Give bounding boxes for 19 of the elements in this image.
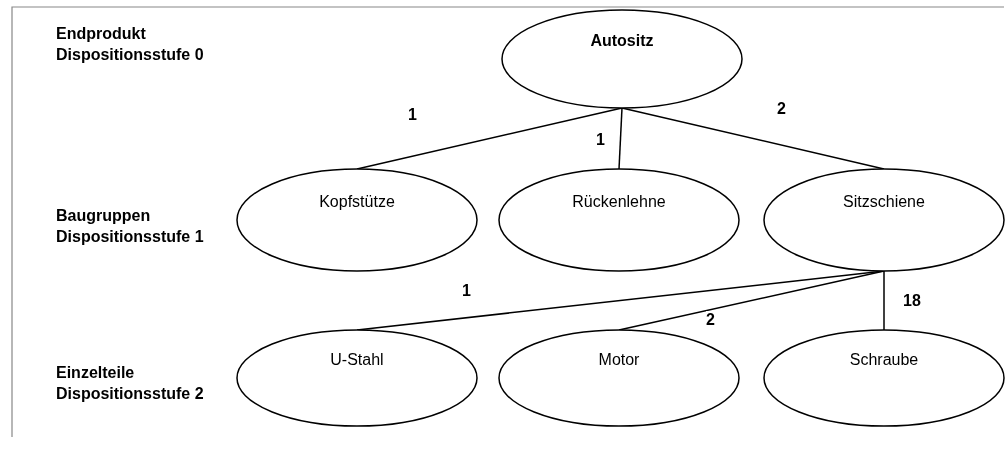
part-ellipse — [763, 168, 1005, 272]
node-label: Sitzschiene — [843, 193, 925, 211]
connector-line — [618, 107, 623, 170]
node-label: Motor — [598, 351, 640, 369]
node-label: Rückenlehne — [572, 193, 666, 211]
connector-line — [883, 270, 885, 331]
part-ellipse — [498, 329, 740, 427]
part-ellipse — [236, 168, 478, 272]
part-ellipse — [236, 329, 478, 427]
part-ellipse — [501, 9, 743, 109]
node-label: Schraube — [849, 351, 919, 369]
node-label: U-Stahl — [330, 351, 384, 369]
part-ellipse — [763, 329, 1005, 427]
level-label: Einzelteile Dispositionsstufe 2 — [56, 363, 205, 404]
part-ellipse — [498, 168, 740, 272]
node-label: Kopfstütze — [319, 193, 395, 211]
level-label: Baugruppen Dispositionsstufe 1 — [56, 206, 205, 247]
node-label: Autositz — [590, 32, 654, 50]
level-label: Endprodukt Dispositionsstufe 0 — [56, 24, 205, 65]
